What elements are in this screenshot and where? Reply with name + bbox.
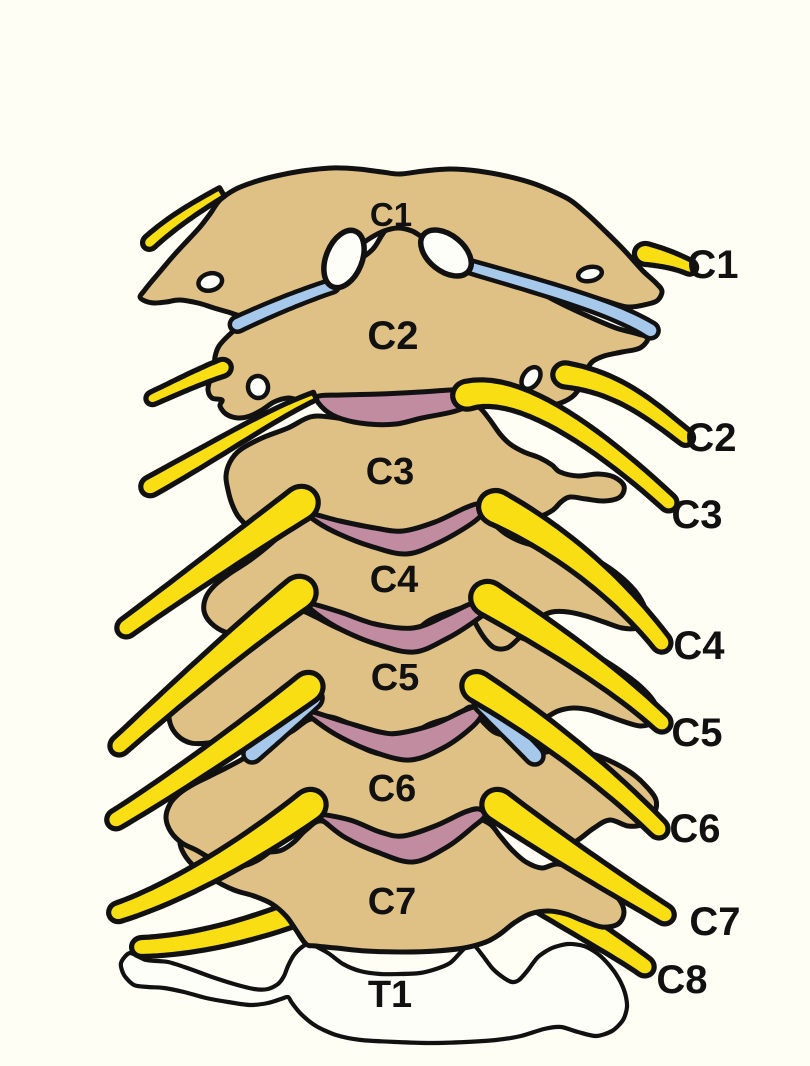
svg-text:C6: C6 [368, 768, 417, 810]
svg-text:C3: C3 [671, 493, 722, 537]
svg-text:C4: C4 [370, 559, 419, 601]
svg-text:C8: C8 [656, 958, 707, 1002]
svg-text:C1: C1 [687, 243, 738, 287]
svg-text:C2: C2 [685, 416, 736, 460]
svg-text:C1: C1 [370, 196, 412, 233]
svg-text:C7: C7 [368, 881, 417, 923]
svg-text:C5: C5 [371, 657, 420, 699]
svg-text:C5: C5 [671, 711, 722, 755]
svg-text:C3: C3 [366, 451, 415, 493]
svg-text:C2: C2 [367, 314, 418, 358]
svg-text:T1: T1 [368, 974, 412, 1016]
svg-text:C7: C7 [689, 900, 740, 944]
svg-text:C6: C6 [669, 807, 720, 851]
svg-text:C4: C4 [673, 624, 725, 668]
